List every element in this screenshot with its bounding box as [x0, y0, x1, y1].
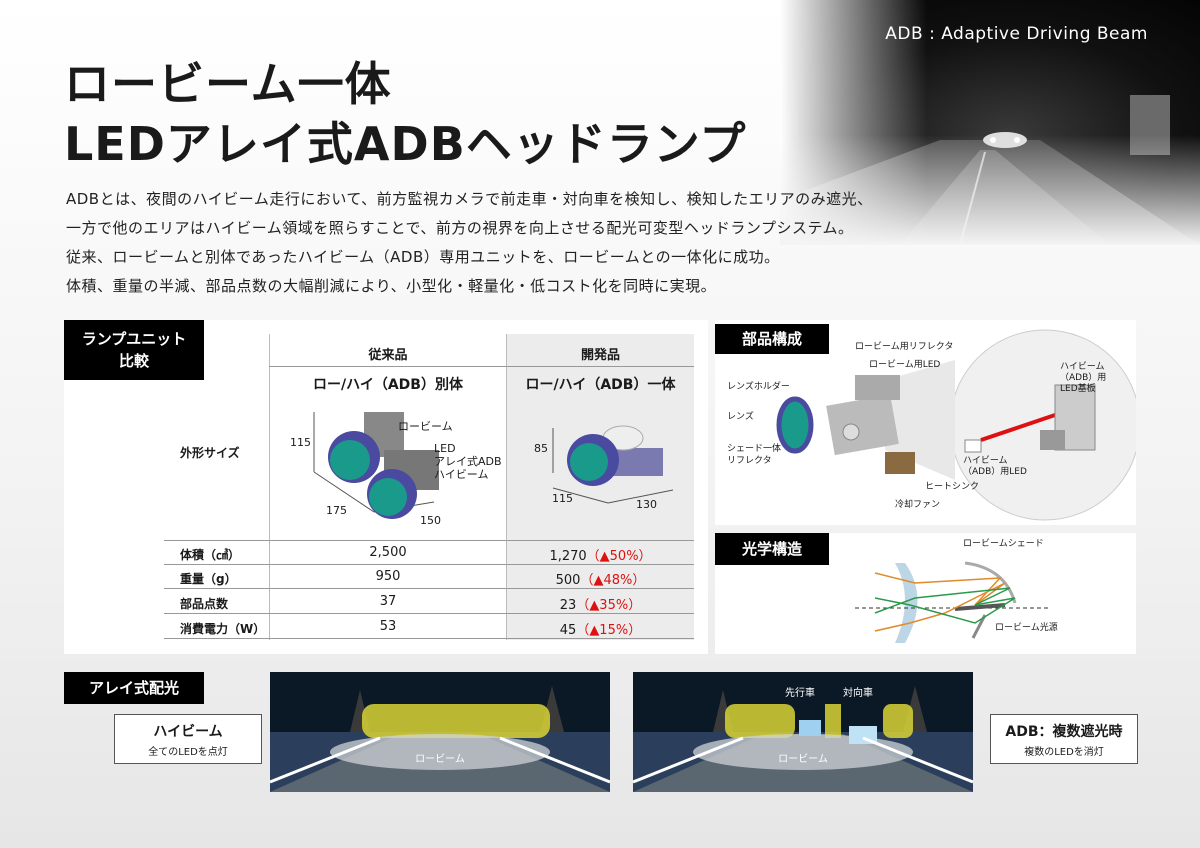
dev-dim-height: 85: [534, 442, 548, 455]
dev-number: 1,270: [549, 549, 587, 564]
parts-label: 部品構成: [715, 324, 829, 354]
optics-label: 光学構造: [715, 533, 829, 565]
label-low-beam: ロービーム: [398, 420, 453, 433]
dev-number: 500: [555, 573, 581, 588]
row-label: 体積（㎤）: [180, 548, 241, 562]
divider: [506, 334, 507, 640]
comparison-label-line2: 比較: [118, 352, 149, 370]
adb-title: ADB：複数遮光時: [1005, 724, 1123, 740]
row-rule: [164, 540, 694, 541]
row-rule: [164, 588, 694, 589]
dev-dim-depth: 115: [552, 492, 573, 505]
developed-column-bg: [506, 334, 694, 640]
scene-high-beam: ロービーム: [270, 672, 610, 792]
conv-value: 53: [379, 619, 397, 634]
intro-line-4: 体積、重量の半減、部品点数の大幅削減により、小型化・軽量化・低コスト化を同時に実…: [66, 277, 717, 295]
conv-value: 2,500: [369, 545, 407, 560]
col-developed: 開発品: [580, 348, 620, 363]
part-heatsink: ヒートシンク: [925, 482, 980, 492]
optics-panel: 光学構造 ロービームシェード ロービーム光源: [715, 533, 1136, 654]
page-title-line1: ロービーム一体: [64, 57, 392, 111]
part-hb-led-1: ハイビーム: [963, 456, 1008, 466]
conv-dim-height: 115: [290, 436, 311, 449]
page-title-line2: LEDアレイ式ADBヘッドランプ: [64, 117, 747, 171]
adb-sub: 複数のLEDを消灯: [1024, 747, 1104, 758]
part-shade-2: リフレクタ: [727, 456, 772, 466]
high-beam-callout: ハイビーム 全てのLEDを点灯: [114, 714, 262, 764]
scene-adb: 先行車 対向車 ロービーム: [633, 672, 973, 792]
part-hb-board-3: LED基板: [1060, 384, 1096, 394]
header-rule: [269, 366, 694, 367]
intro-line-3: 従来、ロービームと別体であったハイビーム（ADB）専用ユニットを、ロービームとの…: [66, 248, 780, 266]
intro-line-2: 一方で他のエリアはハイビーム領域を照らすことで、前方の視界を向上させる配光可変型…: [66, 219, 854, 237]
sub-developed: ロー/ハイ（ADB）一体: [525, 377, 676, 393]
row-label: 部品点数: [180, 597, 229, 611]
row-label: 重量（g）: [180, 572, 237, 586]
divider: [269, 334, 270, 640]
dev-value: 45（▲15%）: [507, 619, 694, 638]
conventional-unit-illustration: [313, 412, 439, 519]
label-array-adb: アレイ式ADB: [434, 455, 502, 468]
col-conventional: 従来品: [368, 348, 408, 363]
dev-dim-width: 130: [636, 498, 657, 511]
array-label: アレイ式配光: [64, 672, 204, 704]
dev-delta: （▲48%）: [580, 573, 646, 588]
comparison-label-line1: ランプユニット: [81, 330, 187, 348]
dev-delta: （▲35%）: [576, 598, 642, 613]
row-rule: [164, 638, 694, 639]
preceding-car-label: 先行車: [785, 688, 815, 699]
row-rule: [164, 564, 694, 565]
part-hb-board-2: （ADB）用: [1060, 373, 1107, 383]
high-beam-title: ハイビーム: [153, 724, 223, 740]
dev-number: 45: [559, 623, 577, 638]
label-low-beam-shade: ロービームシェード: [963, 539, 1044, 549]
part-hb-board-1: ハイビーム: [1060, 362, 1105, 372]
parts-panel: 部品構成 ロービーム用リフレクタ ロービーム用LED レンズホルダー レンズ シ…: [715, 320, 1136, 525]
night-road-photo: [780, 0, 1200, 245]
conv-dim-width: 150: [420, 514, 441, 527]
dev-delta: （▲50%）: [586, 549, 652, 564]
part-fan: 冷却ファン: [895, 500, 941, 510]
comparison-label: ランプユニット 比較: [64, 320, 204, 380]
adb-caption: ADB : Adaptive Driving Beam: [885, 24, 1148, 44]
dev-value: 500（▲48%）: [507, 569, 694, 588]
optical-structure-diagram: [855, 561, 1050, 643]
dev-value: 23（▲35%）: [507, 594, 694, 613]
exploded-parts-illustration: [776, 329, 1136, 521]
part-low-led: ロービーム用LED: [869, 360, 941, 370]
comparison-panel: ランプユニット 比較 従来品 開発品 ロー/ハイ（ADB）別体 ロー/ハイ（AD…: [64, 320, 708, 654]
conv-value: 37: [379, 594, 397, 609]
part-shade-1: シェード一体: [727, 444, 782, 454]
label-low-beam-source: ロービーム光源: [995, 623, 1058, 633]
adb-callout: ADB：複数遮光時 複数のLEDを消灯: [990, 714, 1138, 764]
row-label: 消費電力（W）: [180, 622, 266, 636]
high-beam-sub: 全てのLEDを点灯: [148, 747, 228, 758]
developed-unit-illustration: [552, 425, 674, 504]
conv-value: 950: [375, 569, 401, 584]
dev-number: 23: [559, 598, 577, 613]
sub-conventional: ロー/ハイ（ADB）別体: [313, 377, 463, 393]
dev-delta: （▲15%）: [576, 623, 642, 638]
oncoming-car-label: 対向車: [843, 688, 873, 699]
part-holder: レンズホルダー: [727, 382, 790, 392]
conv-dim-depth: 175: [326, 504, 347, 517]
label-led: LED: [434, 442, 456, 455]
row-rule: [164, 613, 694, 614]
low-beam-label: ロービーム: [778, 754, 828, 765]
label-high-beam: ハイビーム: [434, 468, 489, 481]
part-lens: レンズ: [727, 412, 754, 422]
part-hb-led-2: （ADB）用LED: [963, 467, 1027, 477]
row-shape-label: 外形サイズ: [180, 446, 240, 460]
dev-value: 1,270（▲50%）: [507, 545, 694, 564]
low-beam-label: ロービーム: [415, 754, 465, 765]
part-reflector: ロービーム用リフレクタ: [855, 342, 954, 352]
intro-line-1: ADBとは、夜間のハイビーム走行において、前方監視カメラで前走車・対向車を検知し…: [66, 190, 873, 208]
